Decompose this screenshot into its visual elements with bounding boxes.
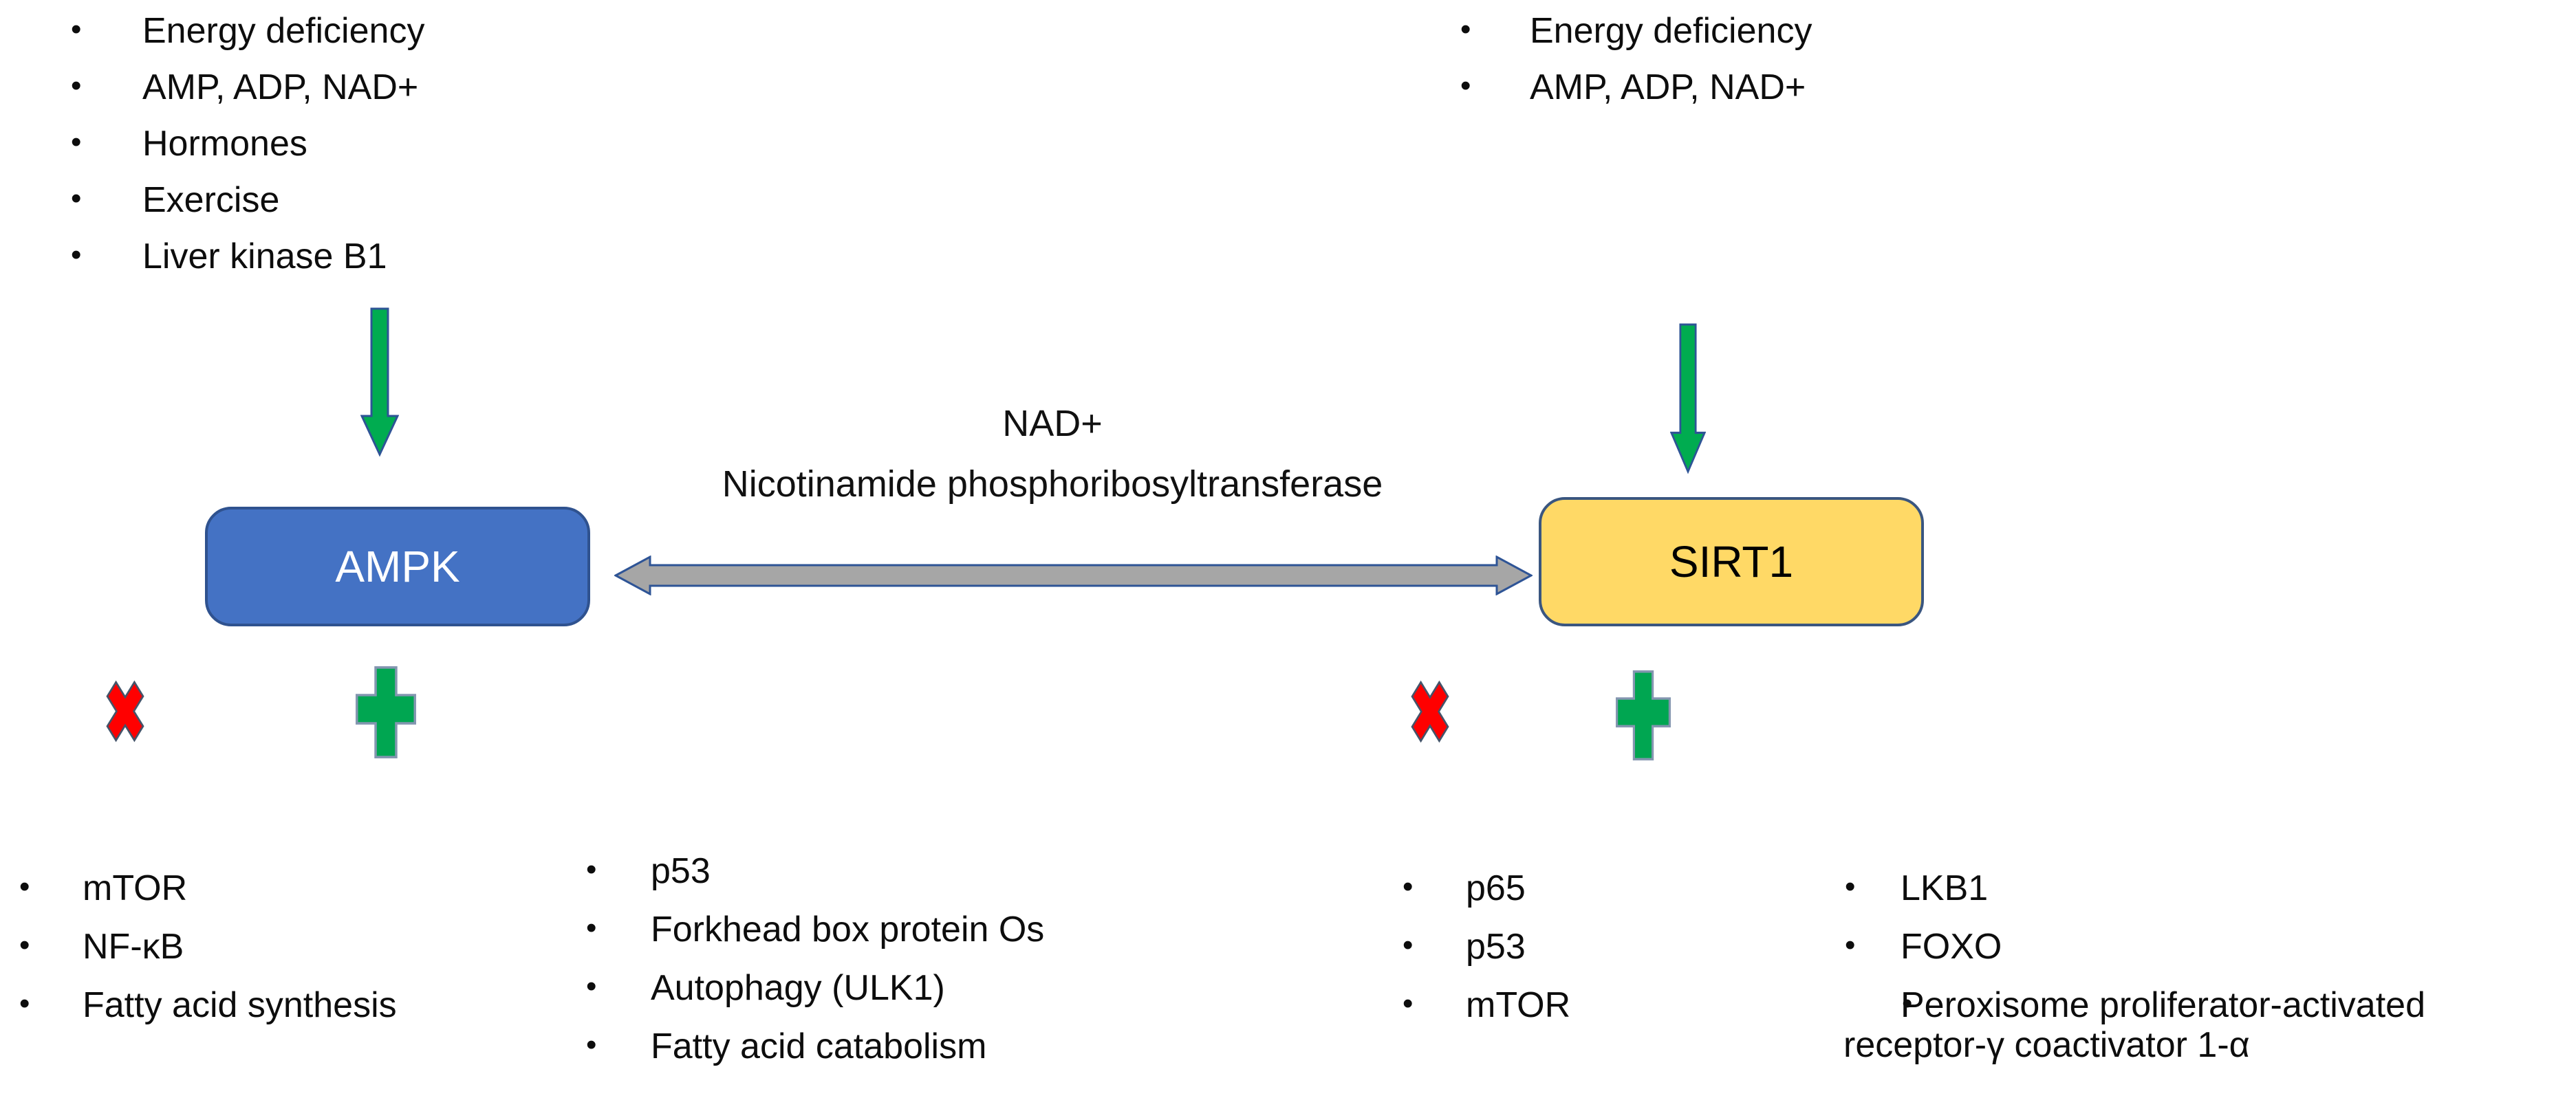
list-item: Autophagy (ULK1) [586, 967, 1044, 1008]
list-item: Hormones [65, 122, 424, 164]
node-sirt1-label: SIRT1 [1669, 537, 1794, 586]
sirt1-inhibited-list: p65 p53 mTOR [1400, 867, 1570, 1044]
center-label: NAD+ Nicotinamide phosphoribosyltransfer… [619, 404, 1486, 503]
node-sirt1: SIRT1 [1539, 497, 1924, 626]
ampk-inhibited-list: mTOR NF-κB Fatty acid synthesis [19, 867, 397, 1044]
list-item: mTOR [19, 867, 397, 908]
list-item: AMP, ADP, NAD+ [65, 66, 424, 107]
list-item: p53 [586, 850, 1044, 891]
down-arrow-icon [360, 307, 399, 457]
list-item: FOXO [1843, 925, 2573, 967]
green-plus-icon [356, 666, 416, 758]
down-arrow-icon [1670, 323, 1706, 474]
list-item: Fatty acid catabolism [586, 1025, 1044, 1066]
list-item: Exercise [65, 179, 424, 220]
nad-label: NAD+ [1002, 403, 1103, 444]
list-item: Liver kinase B1 [65, 235, 424, 276]
list-item: NF-κB [19, 925, 397, 967]
list-item: LKB1 [1843, 867, 2573, 908]
red-x-icon [98, 668, 152, 755]
list-item: Peroxisome proliferator-activated recept… [1843, 984, 2573, 1065]
green-plus-icon [1616, 670, 1671, 760]
list-item: AMP, ADP, NAD+ [1455, 66, 1812, 107]
list-item: p65 [1400, 867, 1570, 908]
sirt1-activators-list: Energy deficiency AMP, ADP, NAD+ [1455, 10, 1812, 124]
list-item: mTOR [1400, 984, 1570, 1025]
node-ampk: AMPK [205, 507, 590, 626]
enzyme-label: Nicotinamide phosphoribosyltransferase [722, 463, 1383, 505]
ampk-activators-list: Energy deficiency AMP, ADP, NAD+ Hormone… [65, 10, 424, 293]
list-item: Fatty acid synthesis [19, 984, 397, 1025]
list-item: Forkhead box protein Os [586, 908, 1044, 949]
list-item: Energy deficiency [65, 10, 424, 51]
sirt1-activated-list: LKB1 FOXO Peroxisome proliferator-activa… [1843, 867, 2573, 1084]
double-arrow-icon [614, 556, 1533, 595]
ampk-activated-list: p53 Forkhead box protein Os Autophagy (U… [586, 850, 1044, 1085]
list-item: Energy deficiency [1455, 10, 1812, 51]
node-ampk-label: AMPK [335, 542, 460, 591]
red-x-icon [1403, 668, 1457, 756]
list-item: p53 [1400, 925, 1570, 967]
